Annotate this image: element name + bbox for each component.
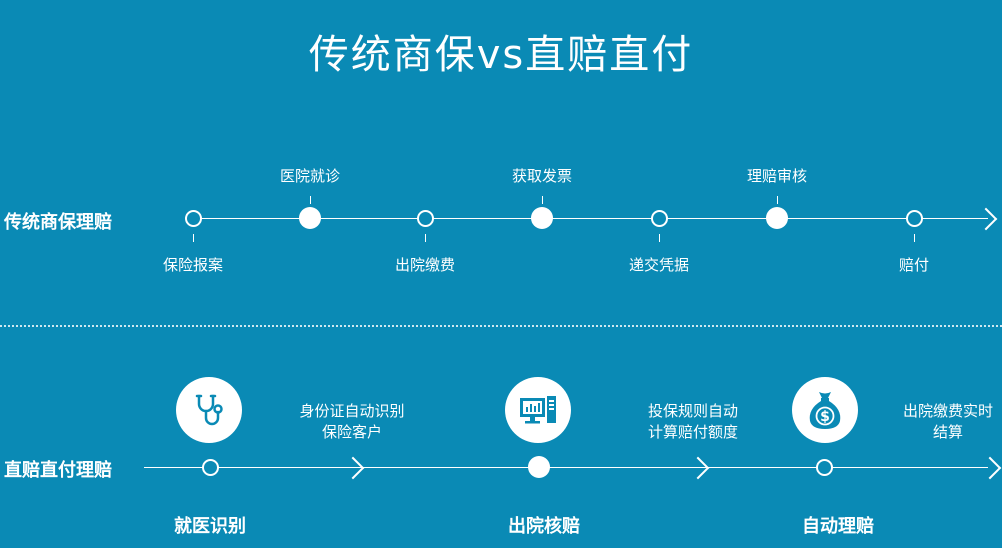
tick bbox=[659, 234, 660, 242]
node-hospital-visit bbox=[299, 207, 321, 229]
node-auto-claim bbox=[816, 459, 833, 476]
chevron-right-icon bbox=[978, 456, 1002, 480]
node-discharge-review bbox=[528, 456, 550, 478]
tick bbox=[777, 196, 778, 204]
description-line: 身份证自动识别 bbox=[299, 402, 405, 420]
chevron-right-icon bbox=[686, 456, 710, 480]
description-calculate: 投保规则自动 计算赔付额度 bbox=[613, 401, 773, 443]
money-bag-icon: $ bbox=[792, 377, 858, 443]
description-line: 出院缴费实时 bbox=[902, 402, 993, 420]
traditional-row-label: 传统商保理赔 bbox=[4, 212, 112, 233]
step-label-submit-documents: 递交凭据 bbox=[628, 256, 689, 274]
tick bbox=[914, 234, 915, 242]
step-label-claim-review: 理赔审核 bbox=[746, 167, 807, 185]
stethoscope-icon bbox=[176, 377, 242, 443]
traditional-timeline-line bbox=[186, 218, 988, 219]
computer-icon bbox=[505, 377, 571, 443]
description-line: 计算赔付额度 bbox=[647, 423, 738, 441]
step-label-get-invoice: 获取发票 bbox=[511, 167, 572, 185]
step-label-discharge-payment: 出院缴费 bbox=[394, 256, 455, 274]
description-line: 保险客户 bbox=[321, 423, 382, 441]
node-discharge-payment bbox=[417, 210, 434, 227]
step-label-report: 保险报案 bbox=[162, 256, 223, 274]
section-divider bbox=[0, 325, 1002, 327]
description-line: 投保规则自动 bbox=[647, 402, 738, 420]
tick bbox=[310, 196, 311, 204]
node-submit-documents bbox=[651, 210, 668, 227]
step-label-payout: 赔付 bbox=[898, 256, 929, 274]
description-line: 结算 bbox=[932, 423, 963, 441]
tick bbox=[425, 234, 426, 242]
node-report bbox=[185, 210, 202, 227]
svg-text:$: $ bbox=[820, 409, 830, 425]
step-label-auto-claim: 自动理赔 bbox=[802, 516, 874, 537]
tick bbox=[193, 234, 194, 242]
step-label-hospital-visit: 医院就诊 bbox=[279, 167, 340, 185]
node-get-invoice bbox=[531, 207, 553, 229]
node-claim-review bbox=[766, 207, 788, 229]
page-title: 传统商保vs直赔直付 bbox=[308, 32, 694, 78]
tick bbox=[542, 196, 543, 204]
description-settle: 出院缴费实时 结算 bbox=[868, 401, 1002, 443]
direct-row-label: 直赔直付理赔 bbox=[4, 460, 112, 481]
traditional-arrow-icon bbox=[974, 207, 998, 231]
step-label-discharge-review: 出院核赔 bbox=[508, 516, 580, 537]
direct-timeline-line bbox=[144, 467, 988, 468]
node-identify bbox=[202, 459, 219, 476]
node-payout bbox=[906, 210, 923, 227]
chevron-right-icon bbox=[341, 456, 365, 480]
description-identify: 身份证自动识别 保险客户 bbox=[272, 401, 432, 443]
step-label-medical-identification: 就医识别 bbox=[174, 516, 246, 537]
